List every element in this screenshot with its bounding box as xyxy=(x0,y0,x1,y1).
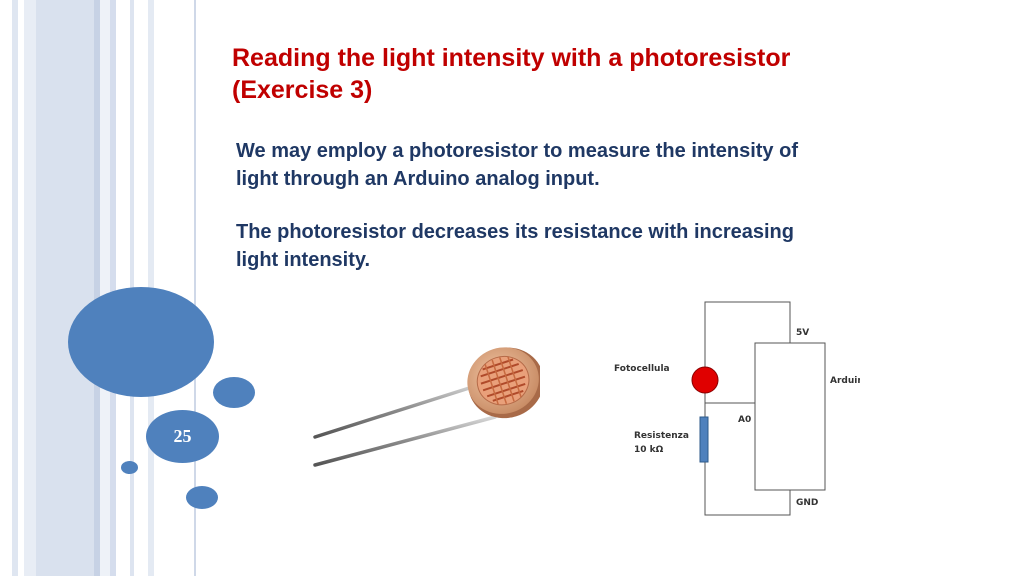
slide-title: Reading the light intensity with a photo… xyxy=(232,42,932,106)
decorative-stripes xyxy=(0,0,200,576)
decorative-circle-bottom xyxy=(186,486,218,509)
paragraph-2: The photoresistor decreases its resistan… xyxy=(236,218,996,274)
paragraph-1-line1: We may employ a photoresistor to measure… xyxy=(236,140,798,162)
arduino-block xyxy=(754,342,826,491)
label-gnd: GND xyxy=(796,498,818,508)
page-number: 25 xyxy=(173,426,192,446)
label-resistor-name: Resistenza xyxy=(634,431,689,441)
decorative-circle-small xyxy=(121,461,138,474)
page-number-badge: 25 xyxy=(146,410,219,463)
label-resistor-value: 10 kΩ xyxy=(634,445,664,455)
label-5v: 5V xyxy=(796,328,809,338)
label-a0: A0 xyxy=(738,415,751,425)
slide-title-line1: Reading the light intensity with a photo… xyxy=(232,44,791,72)
paragraph-1-line2: light through an Arduino analog input. xyxy=(236,168,600,190)
photocell-symbol xyxy=(691,366,719,394)
circuit-schematic: 5V Fotocellula Arduino A0 Resistenza 10 … xyxy=(614,301,860,516)
label-photocell: Fotocellula xyxy=(614,364,670,374)
photoresistor-image xyxy=(313,347,540,467)
decorative-circle-medium xyxy=(213,377,255,408)
decorative-circle-large xyxy=(68,287,214,397)
paragraph-2-line1: The photoresistor decreases its resistan… xyxy=(236,221,794,243)
label-arduino: Arduino xyxy=(830,376,860,386)
resistor-symbol xyxy=(699,416,709,463)
paragraph-2-line2: light intensity. xyxy=(236,249,371,271)
paragraph-1: We may employ a photoresistor to measure… xyxy=(236,137,996,193)
slide-title-line2: (Exercise 3) xyxy=(232,76,373,104)
